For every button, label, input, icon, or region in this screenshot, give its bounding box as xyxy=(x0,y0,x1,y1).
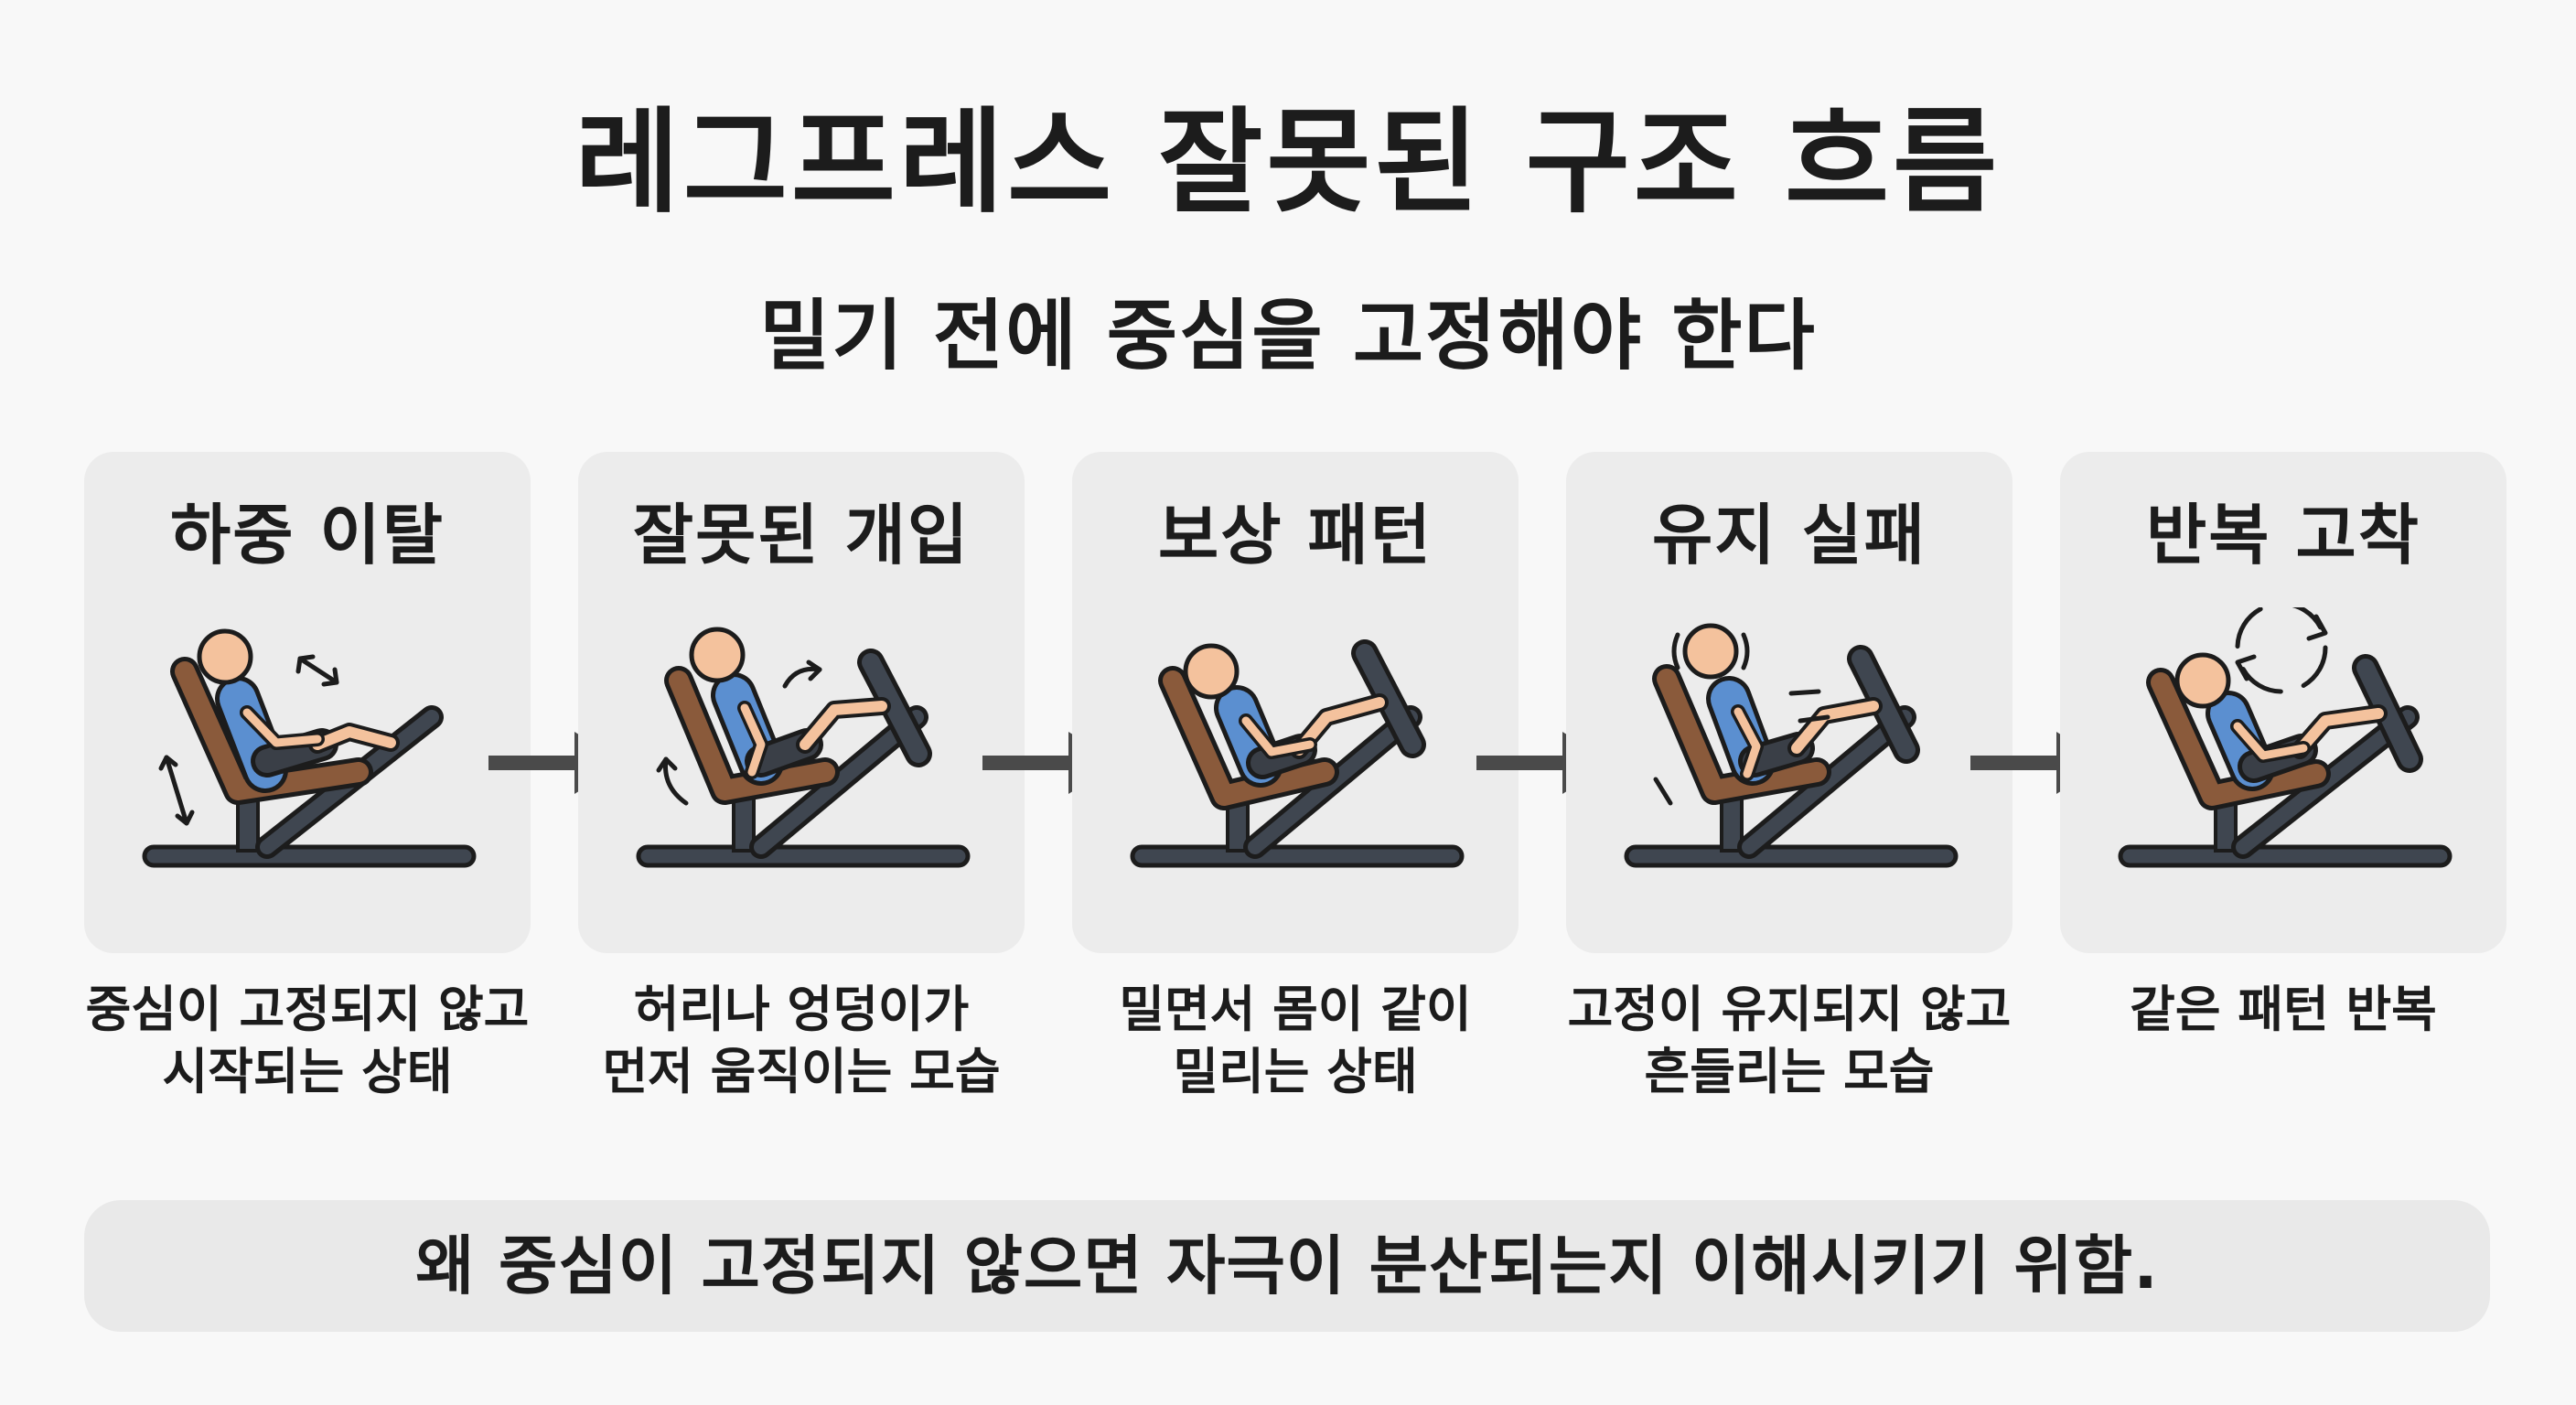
step-description-line: 중심이 고정되지 않고 xyxy=(85,981,530,1038)
step-description-2: 허리나 엉덩이가 먼저 움직이는 모습 xyxy=(545,979,1057,1103)
step-title: 반복 고착 xyxy=(2145,497,2421,574)
step-card-4: 유지 실패 xyxy=(1566,452,2012,953)
step-title: 잘못된 개입 xyxy=(632,497,971,574)
step-title: 유지 실패 xyxy=(1651,497,1927,574)
page-title: 레그프레스 잘못된 구조 흐름 xyxy=(574,97,2002,229)
step-description-line: 흔들리는 모습 xyxy=(1644,1043,1935,1100)
step-description-line: 밀리는 상태 xyxy=(1173,1043,1418,1100)
step-description-line: 고정이 유지되지 않고 xyxy=(1567,981,2012,1038)
step-description-line: 먼저 움직이는 모습 xyxy=(602,1043,1001,1100)
leg-press-illustration xyxy=(636,627,971,868)
step-description-4: 고정이 유지되지 않고 흔들리는 모습 xyxy=(1533,979,2045,1103)
page-subtitle: 밀기 전에 중심을 고정해야 한다 xyxy=(759,291,1817,381)
step-description-line: 허리나 엉덩이가 xyxy=(633,981,970,1038)
leg-press-illustration xyxy=(1130,639,1465,868)
step-card-5: 반복 고착 xyxy=(2060,452,2506,953)
leg-press-illustration xyxy=(1624,623,1959,868)
step-title: 하중 이탈 xyxy=(169,497,445,574)
step-description-line: 같은 패턴 반복 xyxy=(2130,981,2437,1038)
summary-banner: 왜 중심이 고정되지 않으면 자극이 분산되는지 이해시키기 위함. xyxy=(84,1200,2490,1332)
step-description-5: 같은 패턴 반복 xyxy=(2027,979,2539,1041)
summary-text: 왜 중심이 고정되지 않으면 자극이 분산되는지 이해시키기 위함. xyxy=(415,1228,2159,1303)
step-description-3: 밀면서 몸이 같이 밀리는 상태 xyxy=(1039,979,1551,1103)
step-description-1: 중심이 고정되지 않고 시작되는 상태 xyxy=(51,979,564,1103)
leg-press-illustration xyxy=(142,628,477,868)
step-description-line: 밀면서 몸이 같이 xyxy=(1119,981,1472,1038)
step-title: 보상 패턴 xyxy=(1157,497,1433,574)
leg-press-illustration xyxy=(2118,607,2453,868)
step-card-1: 하중 이탈 xyxy=(84,452,531,953)
step-card-3: 보상 패턴 xyxy=(1072,452,1519,953)
step-card-2: 잘못된 개입 xyxy=(578,452,1025,953)
step-description-line: 시작되는 상태 xyxy=(162,1043,453,1100)
